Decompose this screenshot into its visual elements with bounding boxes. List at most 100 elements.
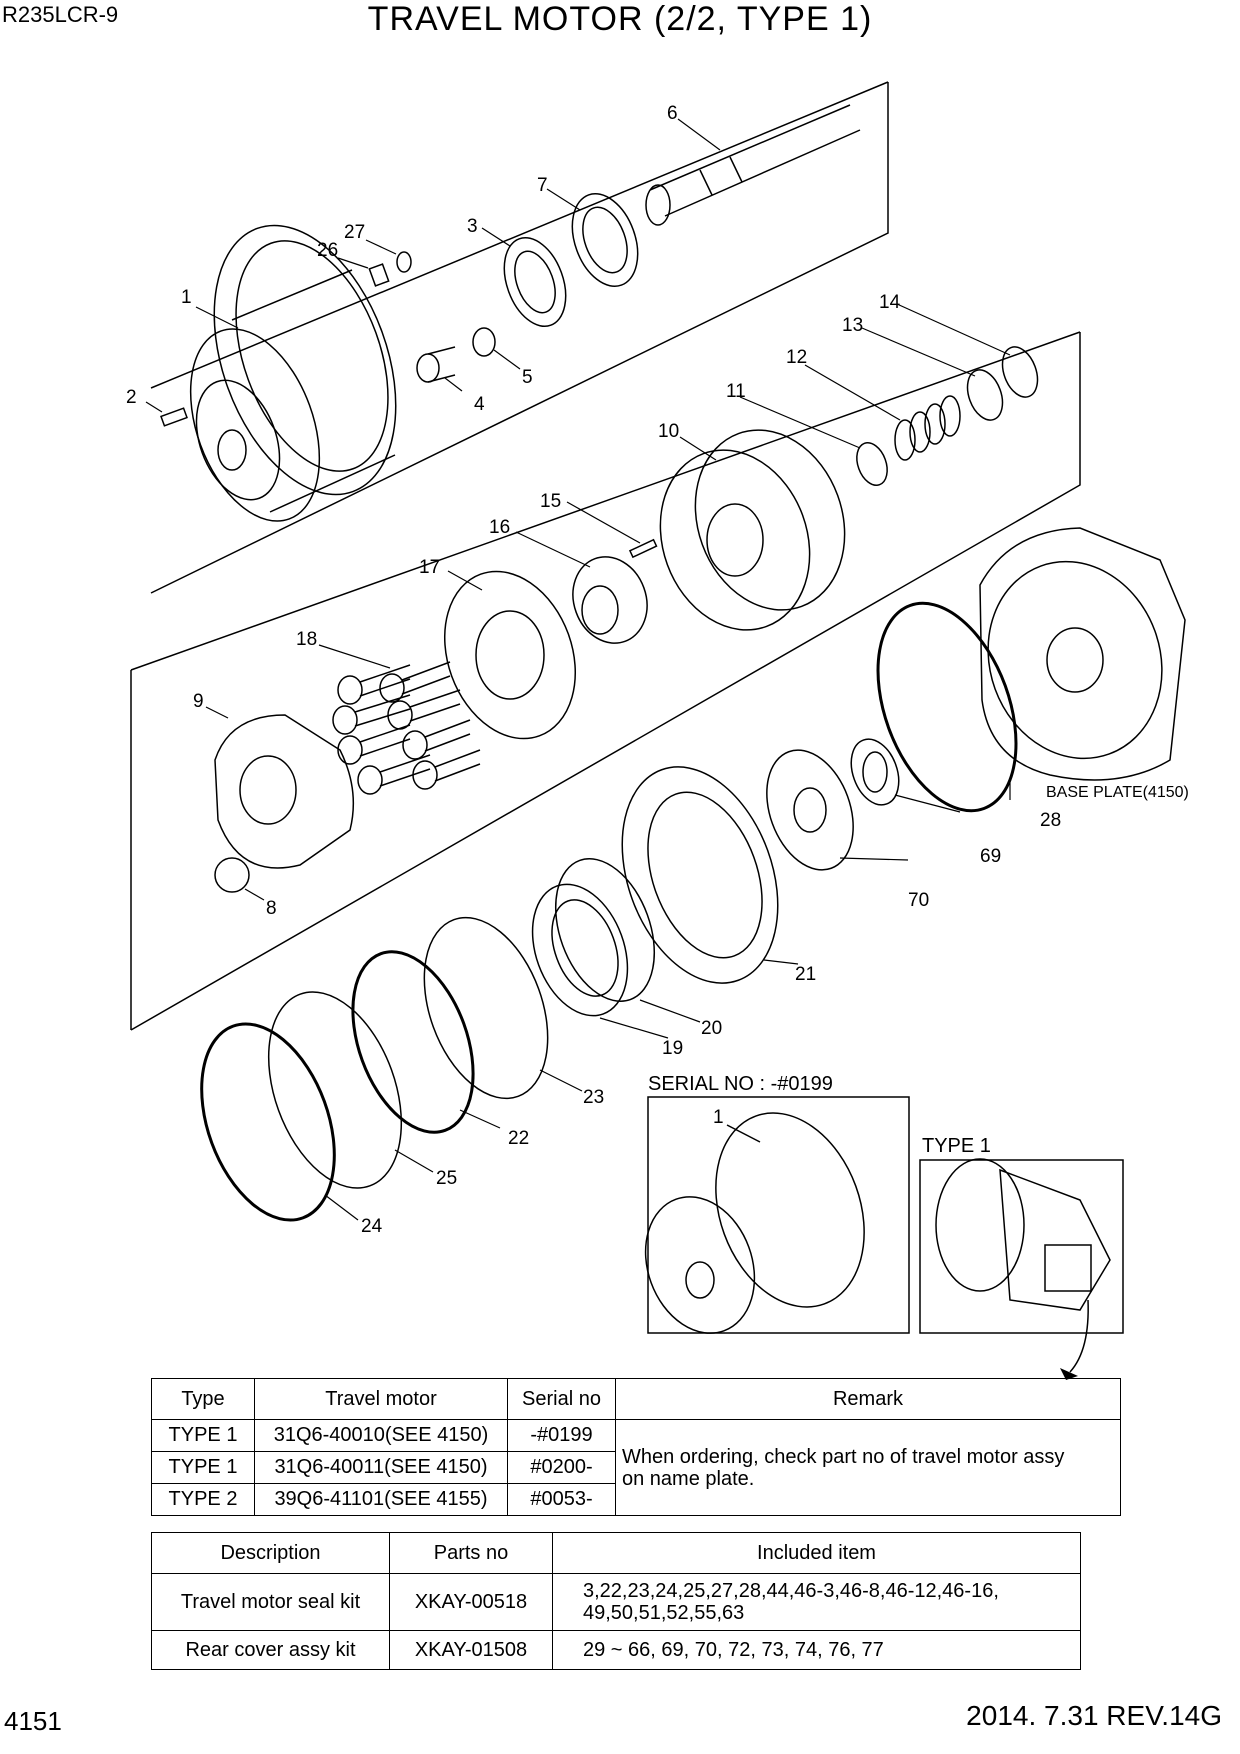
- callout-4: 4: [474, 394, 485, 415]
- part-base-plate: [979, 527, 1186, 781]
- part-cylinder-block: [659, 429, 846, 631]
- inset-type1-label: TYPE 1: [922, 1135, 991, 1157]
- cell-type: TYPE 2: [151, 1483, 255, 1516]
- callout-1: 1: [181, 287, 192, 308]
- exploded-parts-diagram: 1 2 3 4 5 6 7 8 9 10 11 12 13 14 15 16 1…: [126, 81, 1189, 1380]
- base-plate-label: BASE PLATE(4150): [1046, 784, 1189, 801]
- part-oring-5: [472, 327, 496, 357]
- cell-motor: 39Q6-41101(SEE 4155): [254, 1483, 508, 1516]
- cell-part-no: XKAY-01508: [389, 1630, 553, 1670]
- assembly-planes: [130, 81, 1081, 1031]
- callout-8: 8: [266, 898, 277, 919]
- callout-5: 5: [522, 367, 533, 388]
- callout-3: 3: [467, 216, 478, 237]
- part-retainer-plate-17: [443, 570, 577, 740]
- part-ring-19: [531, 883, 629, 1017]
- cell-serial: -#0199: [507, 1419, 616, 1452]
- callout-6: 6: [667, 103, 678, 124]
- inset-serial-label: SERIAL NO : -#0199: [648, 1073, 833, 1095]
- part-pistons-18: [332, 661, 481, 795]
- callout-22: 22: [508, 1128, 529, 1149]
- part-oring-28: [876, 601, 1018, 813]
- col-travel-motor: Travel motor: [254, 1378, 508, 1420]
- kit-table: Description Parts no Included item Trave…: [151, 1532, 1081, 1670]
- callout-11: 11: [726, 381, 746, 402]
- part-pin-26: [368, 263, 390, 287]
- cell-motor: 31Q6-40011(SEE 4150): [254, 1451, 508, 1484]
- cell-motor: 31Q6-40010(SEE 4150): [254, 1419, 508, 1452]
- model-number: R235LCR-9: [2, 2, 119, 27]
- callout-20: 20: [701, 1018, 722, 1039]
- callout-23: 23: [583, 1087, 604, 1108]
- cell-description: Rear cover assy kit: [151, 1630, 390, 1670]
- table-row: TYPE 2 39Q6-41101(SEE 4155) #0053-: [151, 1483, 1121, 1516]
- callout-18: 18: [296, 629, 317, 650]
- part-bearing-3: [503, 236, 567, 328]
- col-serial: Serial no: [507, 1378, 616, 1420]
- part-bearing-7: [571, 192, 639, 288]
- part-oring-25: [267, 991, 403, 1189]
- revision-date: 2014. 7.31 REV.14G: [966, 1700, 1222, 1731]
- callout-21: 21: [795, 964, 816, 985]
- table-row: Travel motor seal kit XKAY-00518 3,22,23…: [151, 1573, 1081, 1631]
- part-spring-12: [894, 395, 961, 461]
- col-parts-no: Parts no: [389, 1532, 553, 1574]
- callout-7: 7: [537, 175, 548, 196]
- callout-28: 28: [1040, 810, 1061, 831]
- cell-type: TYPE 1: [151, 1451, 255, 1484]
- cell-part-no: XKAY-00518: [389, 1573, 553, 1631]
- callout-14: 14: [879, 292, 901, 313]
- callout-10: 10: [658, 421, 679, 442]
- col-description: Description: [151, 1532, 390, 1574]
- callout-12: 12: [786, 347, 807, 368]
- items-line-1: 29 ~ 66, 69, 70, 72, 73, 74, 76, 77: [583, 1639, 884, 1661]
- part-swash-plate-9: [214, 714, 355, 869]
- callout-25: 25: [436, 1168, 457, 1189]
- cell-serial: #0200-: [507, 1451, 616, 1484]
- callout-70: 70: [908, 890, 929, 911]
- items-line-1: 3,22,23,24,25,27,28,44,46-3,46-8,46-12,4…: [583, 1580, 999, 1602]
- part-bearing-69: [850, 738, 900, 806]
- part-washer-11: [856, 442, 888, 486]
- callout-69: 69: [980, 846, 1001, 867]
- table-row: TYPE 1 31Q6-40010(SEE 4150) -#0199 When …: [151, 1419, 1121, 1516]
- part-cover-21: [621, 766, 779, 984]
- callout-9: 9: [193, 691, 204, 712]
- callout-2: 2: [126, 387, 137, 408]
- part-ball-8: [214, 857, 250, 893]
- page-number: 4151: [4, 1706, 62, 1736]
- part-ring-13: [966, 369, 1004, 421]
- cell-remark: When ordering, check part no of travel m…: [615, 1419, 1121, 1516]
- type-table: Type Travel motor Serial no Remark TYPE …: [151, 1378, 1121, 1516]
- callout-24: 24: [361, 1216, 383, 1237]
- callout-26: 26: [317, 240, 338, 261]
- part-pin-15: [628, 538, 658, 559]
- remark-line-2: on name plate.: [622, 1467, 755, 1490]
- remark-line-1: When ordering, check part no of travel m…: [622, 1445, 1065, 1468]
- col-type: Type: [151, 1378, 255, 1420]
- cell-description: Travel motor seal kit: [151, 1573, 390, 1631]
- inset-serial: SERIAL NO : -#0199 1: [644, 1073, 910, 1334]
- col-remark: Remark: [615, 1378, 1121, 1420]
- inset-type1: TYPE 1: [919, 1135, 1124, 1380]
- callout-16: 16: [489, 517, 510, 538]
- callout-27: 27: [344, 222, 365, 243]
- part-oring-23: [423, 916, 549, 1100]
- part-spherical-bushing-16: [572, 556, 648, 644]
- leader-lines: [145, 118, 1011, 1221]
- part-housing: [189, 224, 397, 522]
- callout-17: 17: [419, 557, 440, 578]
- part-oring-22: [351, 950, 475, 1134]
- part-valve-plate-70: [766, 749, 854, 871]
- part-bushing-4: [416, 346, 456, 383]
- part-ring-20: [554, 858, 656, 1002]
- items-line-2: 49,50,51,52,55,63: [583, 1602, 745, 1624]
- cell-serial: #0053-: [507, 1483, 616, 1516]
- page-title: TRAVEL MOTOR (2/2, TYPE 1): [367, 0, 873, 38]
- inset-serial-callout: 1: [713, 1107, 724, 1128]
- table-row: Rear cover assy kit XKAY-01508 29 ~ 66, …: [151, 1630, 1081, 1670]
- callout-13: 13: [842, 315, 863, 336]
- callout-19: 19: [662, 1038, 683, 1059]
- cell-included-items: 29 ~ 66, 69, 70, 72, 73, 74, 76, 77: [552, 1630, 1081, 1670]
- cell-type: TYPE 1: [151, 1419, 255, 1452]
